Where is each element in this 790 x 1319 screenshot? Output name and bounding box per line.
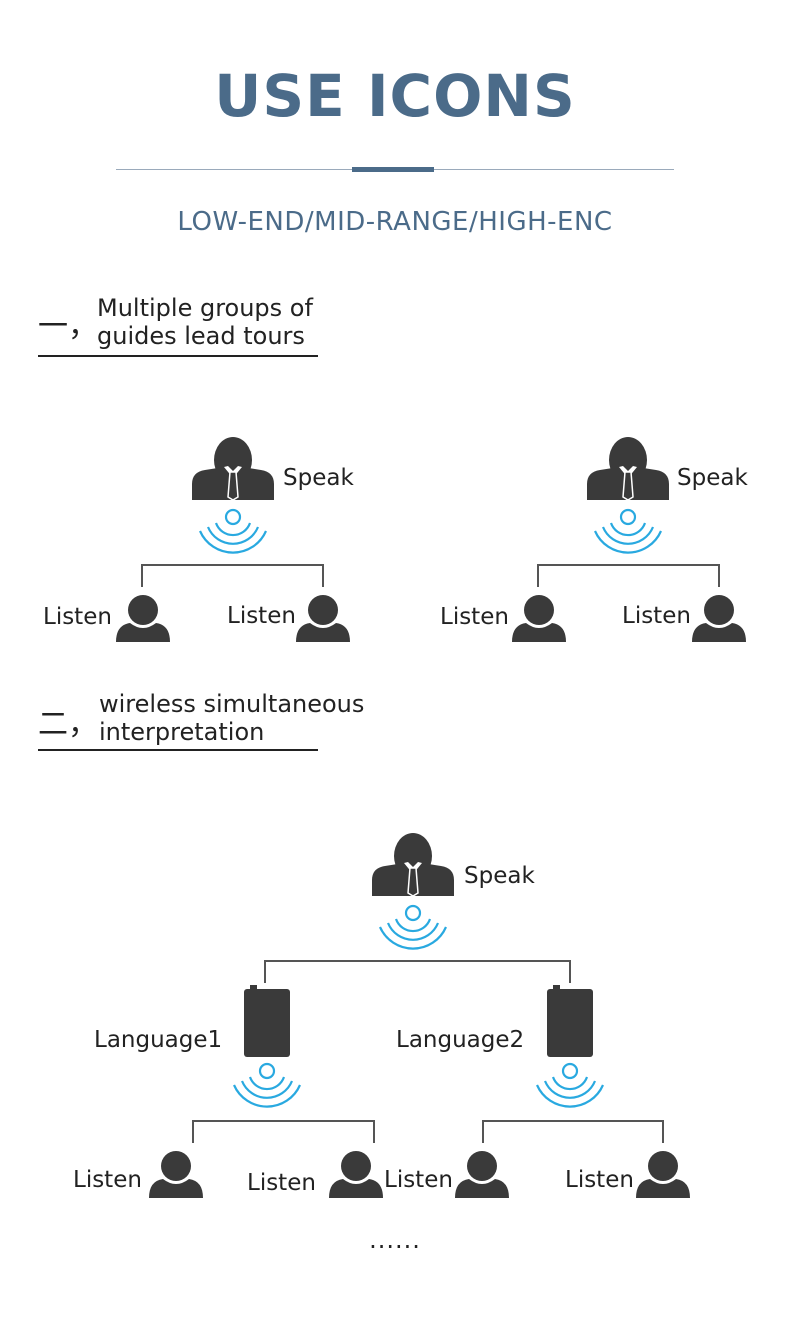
speak-label: Speak	[283, 465, 354, 491]
language1-label: Language1	[94, 1027, 223, 1053]
connector-line	[141, 564, 324, 587]
signal-wave-icon	[378, 904, 448, 950]
page-subtitle: LOW-END/MID-RANGE/HIGH-ENC	[177, 207, 613, 237]
signal-wave-icon	[198, 508, 268, 554]
continuation-ellipsis: ......	[369, 1226, 421, 1254]
receiver-device-icon	[547, 985, 593, 1057]
speaker-person-icon	[586, 436, 670, 501]
listen-label: Listen	[440, 604, 509, 630]
signal-wave-icon	[535, 1062, 605, 1108]
signal-wave-icon	[232, 1062, 302, 1108]
listener-person-icon	[329, 1151, 383, 1198]
section2-heading-line2: interpretation	[99, 718, 265, 746]
section2-number: 二，	[38, 707, 98, 742]
section2-heading-line1: wireless simultaneous	[99, 690, 365, 718]
section2-underline	[38, 749, 318, 751]
connector-line	[264, 960, 571, 983]
listen-label: Listen	[384, 1167, 453, 1193]
speak-label: Speak	[464, 863, 535, 889]
listener-person-icon	[149, 1151, 203, 1198]
section1-heading-line2: guides lead tours	[97, 322, 305, 350]
listener-person-icon	[116, 595, 170, 642]
listener-person-icon	[455, 1151, 509, 1198]
listener-person-icon	[296, 595, 350, 642]
listener-person-icon	[636, 1151, 690, 1198]
language2-label: Language2	[396, 1027, 525, 1053]
listen-label: Listen	[247, 1170, 316, 1196]
section1-underline	[38, 355, 318, 357]
signal-wave-icon	[593, 508, 663, 554]
section1-number: 一，	[38, 309, 98, 344]
title-divider-accent	[352, 167, 434, 172]
listen-label: Listen	[73, 1167, 142, 1193]
speaker-person-icon	[371, 832, 455, 897]
section1-heading-line1: Multiple groups of	[97, 294, 313, 322]
listen-label: Listen	[227, 603, 296, 629]
connector-line	[537, 564, 720, 587]
speak-label: Speak	[677, 465, 748, 491]
connector-line	[482, 1120, 664, 1143]
listen-label: Listen	[43, 604, 112, 630]
section2-heading: wireless simultaneous interpretation	[99, 690, 364, 746]
connector-line	[192, 1120, 375, 1143]
section1-heading: Multiple groups of guides lead tours	[97, 294, 313, 350]
listen-label: Listen	[622, 603, 691, 629]
receiver-device-icon	[244, 985, 290, 1057]
speaker-person-icon	[191, 436, 275, 501]
listener-person-icon	[512, 595, 566, 642]
listener-person-icon	[692, 595, 746, 642]
page-title: USE ICONS	[214, 62, 576, 130]
listen-label: Listen	[565, 1167, 634, 1193]
